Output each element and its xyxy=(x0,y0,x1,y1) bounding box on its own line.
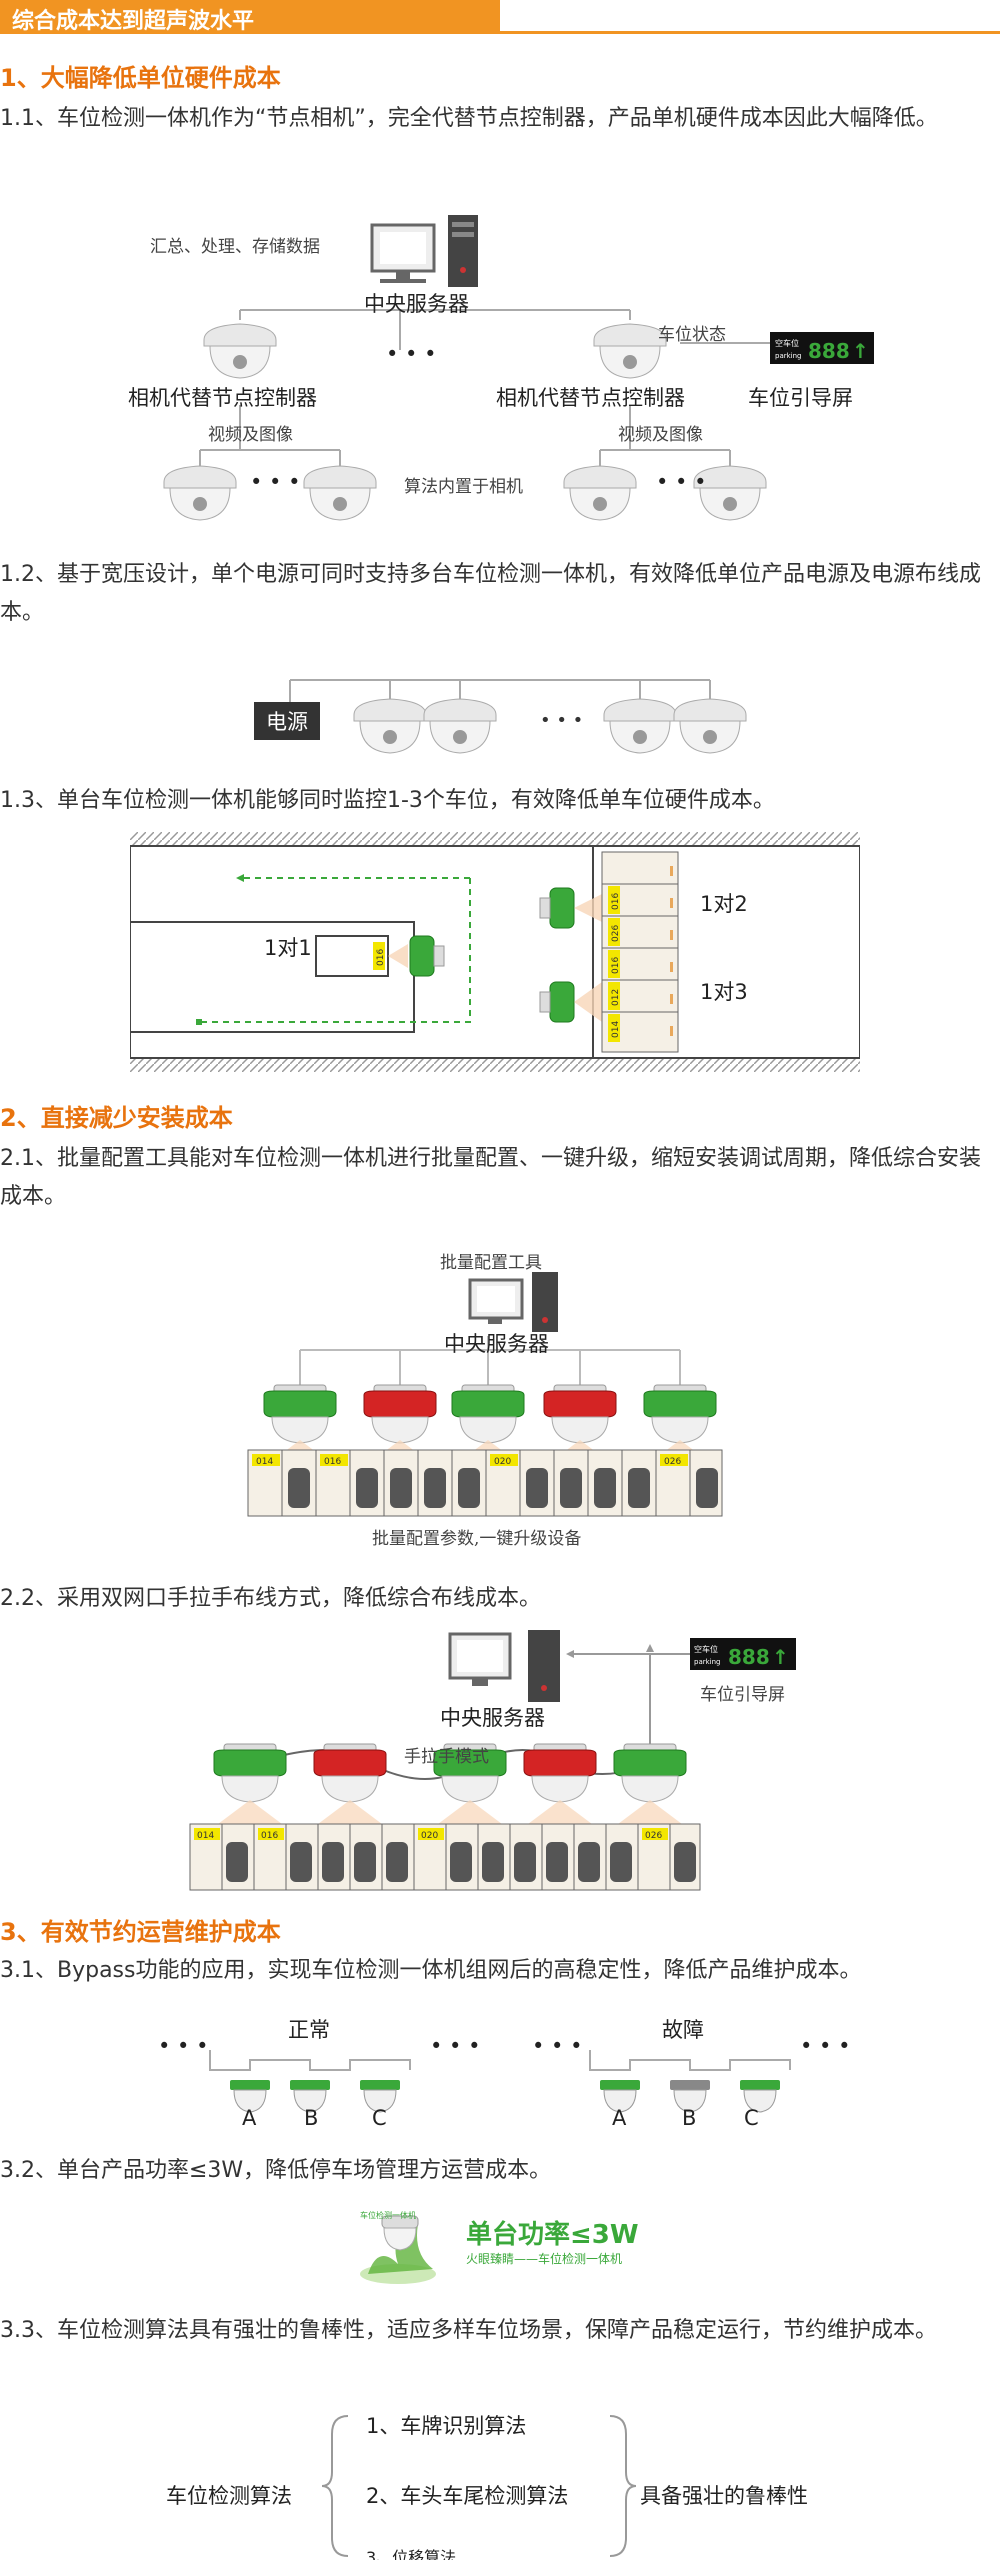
node-camera-diagram: 空车位 parking 888 ↑ xyxy=(163,215,874,521)
s3-p3: 3.3、车位检测算法具有强壮的鲁棒性，适应多样车位场景，保障产品稳定运行，节约维… xyxy=(0,2318,937,2343)
dots-mid: • • • xyxy=(430,2034,481,2058)
video-right-note: 视频及图像 xyxy=(618,425,703,445)
svg-text:• • •: • • • xyxy=(540,710,583,731)
plate-d: 016 xyxy=(611,957,621,974)
algo-left: 车位检测算法 xyxy=(166,2484,292,2508)
daisy-chain-diagram: 空车位 parking 888 ↑ 014 016 020 026 xyxy=(189,1630,796,1891)
algo-right: 具备强壮的鲁棒性 xyxy=(640,2484,808,2508)
s2-p2: 2.2、采用双网口手拉手布线方式，降低综合布线成本。 xyxy=(0,1586,541,1611)
power-title: 单台功率≤3W xyxy=(466,2220,639,2250)
s3-p1: 3.1、Bypass功能的应用，实现车位检测一体机组网后的高稳定性，降低产品维护… xyxy=(0,1958,862,1983)
ellipsis: • • • xyxy=(386,342,437,366)
hand-in-hand-note: 手拉手模式 xyxy=(404,1747,489,1767)
guide-screen-digits: 888 xyxy=(808,339,850,363)
plate-c: 026 xyxy=(611,925,621,942)
guide-screen-bottom-2: parking xyxy=(694,1658,721,1666)
node-a-fault: A xyxy=(612,2106,627,2130)
guide-screen-top-2: 空车位 xyxy=(694,1644,718,1654)
node-b: B xyxy=(304,2106,319,2130)
s1-p3: 1.3、单台车位检测一体机能够同时监控1-3个车位，有效降低单车位硬件成本。 xyxy=(0,788,775,813)
svg-text:↑: ↑ xyxy=(852,339,869,363)
plate-026-b: 026 xyxy=(645,1831,662,1841)
node-c-fault: C xyxy=(744,2106,759,2130)
section-banner xyxy=(0,0,500,34)
s3-p2: 3.2、单台产品功率≤3W，降低停车场管理方运营成本。 xyxy=(0,2158,552,2183)
plate-014: 014 xyxy=(256,1457,273,1467)
power-label: 电源 xyxy=(254,702,320,740)
node-a: A xyxy=(242,2106,257,2130)
algo-note: 算法内置于相机 xyxy=(404,477,523,497)
algo-item-2: 2、车头车尾检测算法 xyxy=(366,2484,569,2508)
banner-divider xyxy=(0,31,1000,34)
power-badge-graphic xyxy=(360,2215,436,2284)
central-server-label-2: 中央服务器 xyxy=(444,1332,549,1356)
brace-diagram xyxy=(321,2415,637,2557)
node-b-fault: B xyxy=(682,2106,697,2130)
power-badge: 车位检测一体机 xyxy=(360,2211,416,2220)
section1-heading: 1、大幅降低单位硬件成本 xyxy=(0,64,281,92)
plate-f: 014 xyxy=(611,1021,621,1038)
s1-p1: 1.1、车位检测一体机作为“节点相机”，完全代替节点控制器，产品单机硬件成本因此… xyxy=(0,106,938,131)
camera-left-label: 相机代替节点控制器 xyxy=(128,386,317,410)
plate-016-b: 016 xyxy=(261,1831,278,1841)
guide-screen-label-2: 车位引导屏 xyxy=(700,1685,785,1705)
normal-label: 正常 xyxy=(288,2018,330,2042)
parking-lot-diagram: 016 016 026 016 012 014 xyxy=(130,832,860,1072)
guide-screen-bottom: parking xyxy=(775,352,802,360)
plate-026: 026 xyxy=(664,1457,681,1467)
ellipsis: • • • xyxy=(250,470,301,494)
one-to-two-label: 1对2 xyxy=(700,892,748,916)
power-diagram: • • • xyxy=(289,679,747,754)
plate-b: 016 xyxy=(611,893,621,910)
plate-e: 012 xyxy=(611,989,621,1006)
section3-heading: 3、有效节约运营维护成本 xyxy=(0,1918,281,1946)
ellipsis: • • • xyxy=(656,470,707,494)
s1-p2: 1.2、基于宽压设计，单个电源可同时支持多台车位检测一体机，有效降低单位产品电源… xyxy=(0,562,981,625)
status-note: 车位状态 xyxy=(658,325,726,345)
algo-item-3: 3、位移算法 xyxy=(366,2548,457,2560)
bypass-diagram xyxy=(209,2050,791,2113)
plate-020-b: 020 xyxy=(421,1831,438,1841)
guide-screen-label: 车位引导屏 xyxy=(748,386,853,410)
plate-020: 020 xyxy=(494,1457,511,1467)
one-to-one-label: 1对1 xyxy=(264,936,312,960)
summary-note: 汇总、处理、存储数据 xyxy=(150,237,320,257)
camera-right-label: 相机代替节点控制器 xyxy=(496,386,685,410)
fault-label: 故障 xyxy=(662,2018,704,2042)
central-server-label: 中央服务器 xyxy=(364,292,469,316)
batch-config-diagram: 014 016 020 026 xyxy=(247,1272,723,1517)
plate-014-b: 014 xyxy=(197,1831,214,1841)
plate-016: 016 xyxy=(324,1457,341,1467)
node-c: C xyxy=(372,2106,387,2130)
dots-mid-2: • • • xyxy=(532,2034,583,2058)
dots-left: • • • xyxy=(158,2034,209,2058)
algo-item-1: 1、车牌识别算法 xyxy=(366,2414,527,2438)
one-to-three-label: 1对3 xyxy=(700,980,748,1004)
section2-heading: 2、直接减少安装成本 xyxy=(0,1104,233,1132)
svg-text:↑: ↑ xyxy=(772,1645,789,1669)
video-left-note: 视频及图像 xyxy=(208,425,293,445)
batch-caption: 批量配置参数,一键升级设备 xyxy=(372,1529,582,1549)
power-subtitle: 火眼臻睛——车位检测一体机 xyxy=(466,2252,623,2266)
batch-tool-note: 批量配置工具 xyxy=(440,1253,542,1273)
banner-title: 综合成本达到超声波水平 xyxy=(12,9,255,34)
guide-screen-digits-2: 888 xyxy=(728,1645,770,1669)
dots-right: • • • xyxy=(800,2034,851,2058)
s2-p1: 2.1、批量配置工具能对车位检测一体机进行批量配置、一键升级，缩短安装调试周期，… xyxy=(0,1146,981,1209)
plate-a: 016 xyxy=(376,949,386,966)
guide-screen-top: 空车位 xyxy=(775,338,799,348)
central-server-label-3: 中央服务器 xyxy=(440,1706,545,1730)
